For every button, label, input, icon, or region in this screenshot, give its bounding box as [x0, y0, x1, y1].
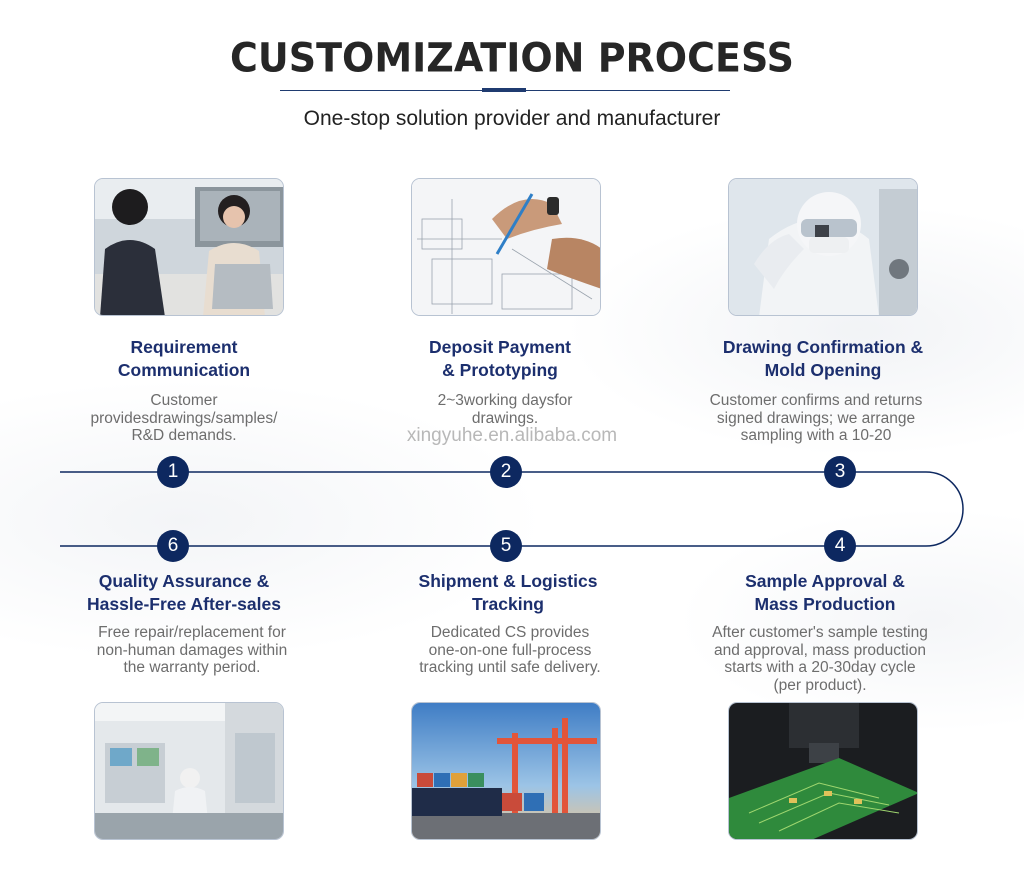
step-5-title: Shipment & Logistics Tracking	[358, 570, 658, 616]
step-6-description: Free repair/replacement for non-human da…	[42, 624, 342, 677]
step-6-badge: 6	[157, 530, 189, 562]
page-subtitle: One-stop solution provider and manufactu…	[303, 107, 721, 130]
title-divider-accent	[482, 88, 526, 92]
step-2-title-line: & Prototyping	[442, 360, 558, 380]
step-3-desc-line: sampling with a 10-20	[740, 427, 892, 444]
step-4-title-line: Sample Approval &	[745, 571, 905, 591]
step-5-title-line: Tracking	[472, 594, 544, 614]
step-4-desc-line: starts with a 20-30day cycle	[724, 659, 916, 676]
step-1-desc-line: R&D demands.	[131, 427, 237, 444]
step-5-desc-line: Dedicated CS provides	[430, 624, 590, 641]
drafting-drawings-photo	[411, 178, 601, 316]
step-4-title-line: Mass Production	[754, 594, 896, 614]
step-5-title-line: Shipment & Logistics	[418, 571, 598, 591]
step-1-badge: 1	[157, 456, 189, 488]
step-1-title-line: Communication	[117, 360, 251, 380]
step-1-desc-line: providesdrawings/samples/	[90, 409, 278, 427]
step-3-description: Customer confirms and returns signed dra…	[666, 392, 966, 445]
step-2-title: Deposit Payment & Prototyping	[350, 336, 650, 382]
step-6-desc-line: non-human damages within	[96, 641, 288, 659]
step-3-title-line: Mold Opening	[764, 360, 882, 380]
step-1-title: Requirement Communication	[34, 336, 334, 382]
step-1-title-line: Requirement	[130, 337, 238, 357]
step-4-desc-line: After customer's sample testing	[712, 624, 928, 641]
step-2-badge: 2	[490, 456, 522, 488]
step-1-description: Customer providesdrawings/samples/ R&D d…	[34, 392, 334, 445]
step-4-badge: 4	[824, 530, 856, 562]
step-6-desc-line: the warranty period.	[123, 659, 261, 676]
step-3-desc-line: Customer confirms and returns	[709, 392, 923, 409]
step-3-title-line: Drawing Confirmation &	[722, 337, 924, 357]
step-4-title: Sample Approval & Mass Production	[675, 570, 975, 616]
step-4-desc-line: and approval, mass production	[714, 641, 926, 659]
step-6-title-line: Hassle-Free After-sales	[87, 594, 281, 614]
cleanroom-chip-photo	[728, 178, 918, 316]
step-3-badge: 3	[824, 456, 856, 488]
pcb-production-photo	[728, 702, 918, 840]
watermark-text: xingyuhe.en.alibaba.com	[406, 425, 618, 446]
container-port-photo	[411, 702, 601, 840]
business-meeting-photo	[94, 178, 284, 316]
step-5-desc-line: tracking until safe delivery.	[419, 659, 601, 676]
step-6-title: Quality Assurance & Hassle-Free After-sa…	[34, 570, 334, 616]
step-6-title-line: Quality Assurance &	[98, 571, 270, 591]
step-2-title-line: Deposit Payment	[429, 337, 571, 357]
page-title: CUSTOMIZATION PROCESS	[230, 34, 794, 82]
step-4-description: After customer's sample testing and appr…	[670, 624, 970, 694]
step-2-description: 2~3working daysfor drawings.	[355, 392, 655, 427]
step-5-badge: 5	[490, 530, 522, 562]
step-6-desc-line: Free repair/replacement for	[98, 624, 286, 641]
step-4-desc-line: (per product).	[773, 676, 867, 694]
step-3-title: Drawing Confirmation & Mold Opening	[673, 336, 973, 382]
step-3-desc-line: signed drawings; we arrange	[716, 409, 916, 427]
step-1-desc-line: Customer	[150, 392, 218, 409]
factory-workshop-photo	[94, 702, 284, 840]
step-5-desc-line: one-on-one full-process	[428, 641, 592, 659]
step-2-desc-line: 2~3working daysfor	[437, 392, 573, 409]
step-2-desc-line: drawings.	[471, 409, 539, 427]
step-5-description: Dedicated CS provides one-on-one full-pr…	[360, 624, 660, 677]
